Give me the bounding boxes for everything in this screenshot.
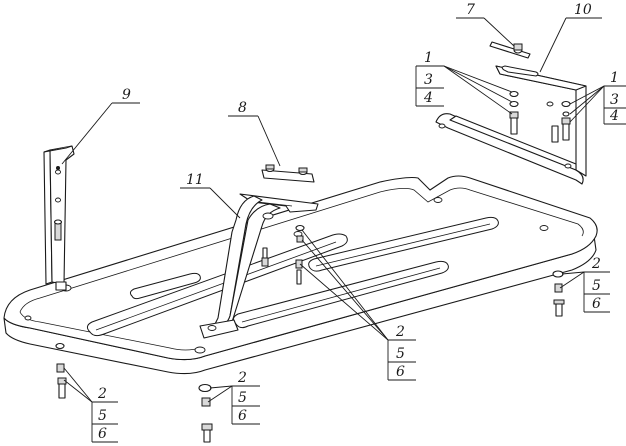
stack-bottom-mid-label-2: 2	[237, 370, 247, 386]
bracket-9	[43, 145, 75, 291]
callout-stack-2-5-6-bottom-left: 2 5 6	[63, 367, 118, 443]
callout-9: 9	[61, 87, 140, 165]
bolt-center-1	[261, 247, 269, 267]
fastener-set-bottom-mid	[198, 383, 213, 443]
callout-8: 8	[228, 100, 281, 167]
stack-left-label-1: 1	[424, 50, 433, 66]
stack-center-label-5: 5	[396, 346, 405, 362]
fastener-set-center	[295, 224, 305, 243]
stack-right-label-5: 5	[592, 278, 601, 294]
stack-bottom-left-label-5: 5	[98, 408, 107, 424]
callout-11-label: 11	[186, 172, 204, 188]
callout-stack-2-5-6-bottom-mid: 2 5 6	[207, 370, 260, 425]
slot-long-front	[86, 233, 348, 337]
callout-10: 10	[539, 2, 602, 73]
callout-10-label: 10	[574, 2, 592, 18]
slot-long-rear	[232, 260, 449, 329]
stack-left-label-4: 4	[423, 90, 433, 106]
fastener-set-top-right	[551, 100, 571, 143]
callout-7: 7	[456, 2, 515, 47]
support-arm-11	[199, 193, 319, 339]
bolt-center-2	[295, 259, 303, 285]
callout-7-label: 7	[466, 2, 475, 18]
stack-center-label-2: 2	[395, 324, 405, 340]
bracket-10	[435, 65, 587, 185]
callout-stack-2-5-6-center: 2 5 6	[299, 229, 416, 381]
stack-right-label-6: 6	[592, 296, 601, 312]
stack-center-label-6: 6	[396, 364, 405, 380]
callout-11: 11	[180, 172, 241, 219]
slot-top-right	[308, 216, 499, 272]
callout-stack-1-3-4-right: 1 3 4	[569, 70, 626, 125]
stack-left-label-3: 3	[424, 72, 433, 88]
stack-right-label-2: 2	[591, 256, 601, 272]
strap-bracket-8	[261, 164, 315, 183]
stack-bottom-mid-label-6: 6	[238, 408, 247, 424]
fastener-set-right	[552, 270, 565, 317]
stack-right-label-4: 4	[609, 108, 619, 124]
stack-right-label-1: 1	[610, 70, 619, 86]
stack-bottom-left-label-6: 6	[98, 426, 107, 442]
callout-9-label: 9	[122, 87, 131, 103]
plate-7	[489, 41, 531, 59]
callout-stack-1-3-4-left: 1 3 4	[415, 50, 513, 115]
stack-bottom-left-label-2: 2	[97, 386, 107, 402]
fastener-set-top-left	[509, 90, 519, 135]
callout-stack-2-5-6-right: 2 5 6	[559, 256, 610, 313]
stack-bottom-mid-label-5: 5	[238, 390, 247, 406]
stack-right-label-3: 3	[610, 92, 619, 108]
callout-8-label: 8	[238, 100, 247, 116]
fastener-set-bottom-left	[55, 342, 67, 399]
slot-top-left	[129, 272, 201, 300]
